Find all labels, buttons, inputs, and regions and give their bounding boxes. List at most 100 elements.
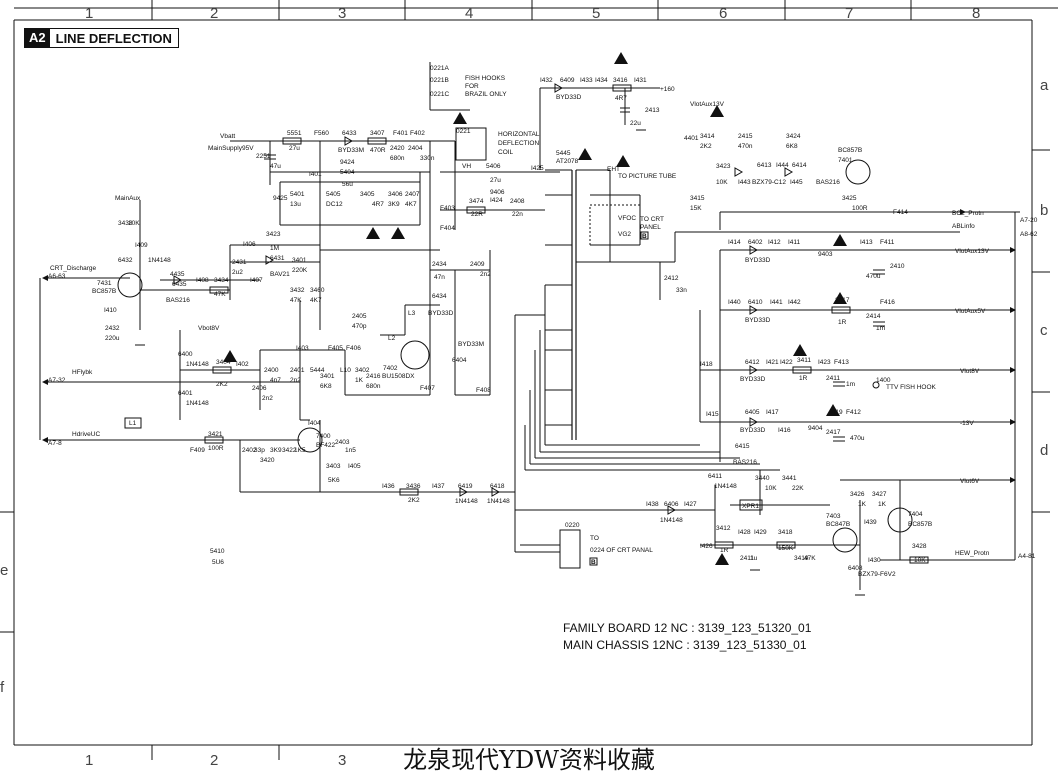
warning-icon xyxy=(826,404,840,416)
connector-label: Vlot8V xyxy=(960,368,980,375)
component-label: 1M xyxy=(270,245,279,252)
component-label: F560 xyxy=(314,130,329,137)
component-label: 220K xyxy=(292,267,308,274)
component-label: 3404 xyxy=(216,359,231,366)
transistor-7404 xyxy=(887,507,913,533)
component-label: 2409 xyxy=(470,261,485,268)
component-label: 3424 xyxy=(786,133,801,140)
component-label: I442 xyxy=(788,299,801,306)
component-label: MainSupply95V xyxy=(208,145,254,152)
component-label: 6413 xyxy=(757,162,772,169)
component-label: 6401 xyxy=(178,390,193,397)
component-label: MainAux xyxy=(115,195,141,202)
grid-col-label: 5 xyxy=(592,5,600,22)
grid-row-label: b xyxy=(1040,202,1048,219)
connector-label: ABLinfo xyxy=(952,223,975,230)
panel-badge: B xyxy=(591,559,596,566)
component-label: L1 xyxy=(129,420,137,427)
component-label: BZX79-F6V2 xyxy=(858,571,896,578)
component-label: 3434 xyxy=(214,277,229,284)
panel-badge: B xyxy=(642,233,647,240)
component-label: 1N4148 xyxy=(487,498,510,505)
component-label: 27u xyxy=(490,177,501,184)
grid-col-label: 6 xyxy=(719,5,727,22)
component-label: 3K9 xyxy=(388,201,400,208)
component-label: 3422 xyxy=(282,447,297,454)
component-label: 2402 xyxy=(242,447,257,454)
component-label: I431 xyxy=(634,77,647,84)
component-label: 7403 xyxy=(826,513,841,520)
component-label: 470p xyxy=(352,323,367,330)
component-label: 220u xyxy=(105,335,120,342)
component-label: 2251 xyxy=(256,153,271,160)
warning-icon xyxy=(616,155,630,167)
component-label: Vbatt xyxy=(220,133,235,140)
component-label: L10 xyxy=(340,367,351,374)
component-label: 3412 xyxy=(716,525,731,532)
crt-panal-note: 0224 OF CRT PANAL xyxy=(590,547,653,554)
component-label: BZX79-C12 xyxy=(752,179,786,186)
component-label: 7400 xyxy=(316,433,331,440)
grid-col-label: 1 xyxy=(85,752,93,769)
component-label: I440 xyxy=(728,299,741,306)
frame xyxy=(13,7,1058,746)
component-label: 6409 xyxy=(560,77,575,84)
warning-icon xyxy=(391,227,405,239)
component-label: 2408 xyxy=(510,198,525,205)
component-label: 680n xyxy=(366,383,381,390)
component-label: 6400 xyxy=(178,351,193,358)
component-label: 7404 xyxy=(908,511,923,518)
component-label: I430 xyxy=(868,557,881,564)
component-label: 6402 xyxy=(748,239,763,246)
component-label: 33p xyxy=(254,447,265,454)
component-label: 0221 xyxy=(456,128,471,135)
component-label: 3440 xyxy=(755,475,770,482)
component-label: I441 xyxy=(770,299,783,306)
component-label: 5404 xyxy=(340,169,355,176)
connector-id: A7-8 xyxy=(48,440,62,447)
connector-id: A6-63 xyxy=(48,273,66,280)
component-label: 27u xyxy=(289,145,300,152)
component-label: 1m xyxy=(846,381,855,388)
component-label: 150K xyxy=(778,545,794,552)
component-label: I415 xyxy=(706,411,719,418)
component-label: 15K xyxy=(690,205,702,212)
connector-id: A7-20 xyxy=(1020,217,1038,224)
component-label: 3415 xyxy=(690,195,705,202)
warning-icon xyxy=(793,344,807,356)
component-label: 6432 xyxy=(118,257,133,264)
component-label: 0221B xyxy=(430,77,449,84)
component-label: 1R xyxy=(720,547,729,554)
component-label: 5401 xyxy=(290,191,305,198)
component-label: 3420 xyxy=(260,457,275,464)
component-label: F408 xyxy=(476,387,491,394)
grid-columns-top: 1 2 3 4 5 6 7 8 xyxy=(85,0,980,22)
transistor-7400 xyxy=(297,427,323,453)
component-label: F402 xyxy=(410,130,425,137)
transistor-7403 xyxy=(832,527,858,553)
connector-label: VlotAux13V xyxy=(955,248,990,255)
component-label: VH xyxy=(462,163,471,170)
connector-label: Vlot6V xyxy=(960,478,980,485)
component-label: I426 xyxy=(700,543,713,550)
component-label: 3416 xyxy=(613,77,628,84)
component-label: 2432 xyxy=(105,325,120,332)
component-label: 10K xyxy=(128,220,140,227)
component-label: F401 xyxy=(393,130,408,137)
grid-col-label: 1 xyxy=(85,5,93,22)
component-label: F406 xyxy=(346,345,361,352)
component-label: 3402 xyxy=(355,367,370,374)
grid-rows: a b c d e f xyxy=(0,77,1050,696)
component-label: BYD33M xyxy=(458,341,484,348)
component-label: BAV21 xyxy=(270,271,290,278)
connector-0220 xyxy=(559,529,581,569)
component-label: 470R xyxy=(370,147,386,154)
grid-col-label: 2 xyxy=(210,5,218,22)
component-label: 3401 xyxy=(292,257,307,264)
warning-icon xyxy=(710,105,724,117)
component-label: 2401 xyxy=(290,367,305,374)
component-label: I401 xyxy=(309,171,322,178)
components xyxy=(42,52,1016,596)
family-board-number: FAMILY BOARD 12 NC : 3139_123_51320_01 xyxy=(563,621,812,635)
